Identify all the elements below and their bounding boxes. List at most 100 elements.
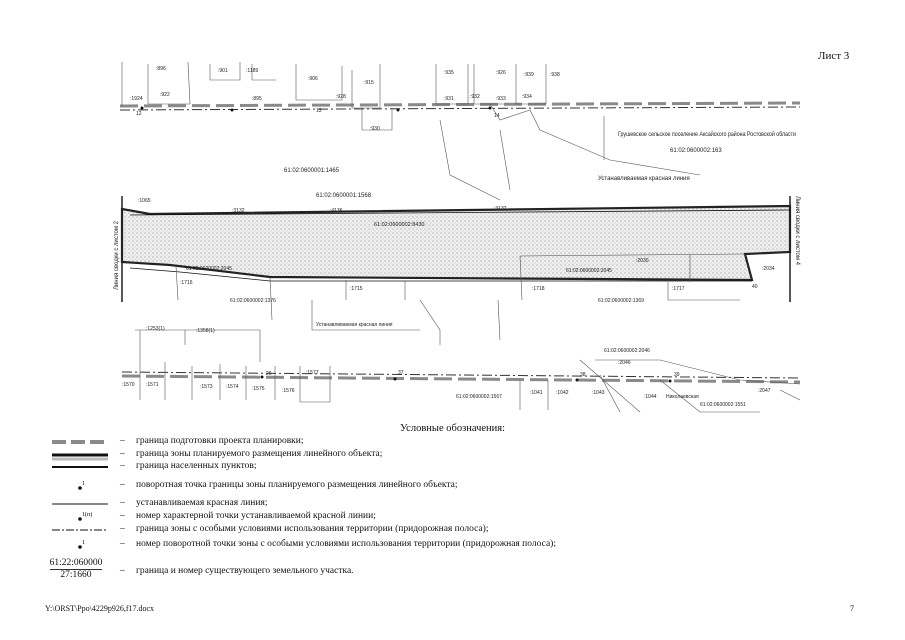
strip-label-1065: :1065: [138, 198, 151, 204]
bottom-parcels: [135, 329, 801, 413]
map-label-896: :896: [156, 66, 166, 72]
legend-dash: –: [120, 480, 125, 490]
parcel-mid-a: 61:02:0600002:2045: [186, 266, 232, 272]
parcel-mid-b: 61:02:0600002:2045: [566, 268, 612, 274]
match-right-label: Линия сводки с листом 4: [794, 196, 800, 266]
legend-point-superscript: 1: [82, 481, 85, 487]
strip-label-4136: :4136: [330, 208, 343, 214]
legend-symbol-zone-boundary: [52, 453, 108, 461]
bottom-label-1571: :1571: [146, 382, 159, 388]
legend-dash: –: [120, 461, 125, 471]
redline-caption-bottom: Устанавливаемая красная линия: [316, 322, 393, 328]
bottom-label-1576: :1576: [282, 388, 295, 394]
point-14: 14: [494, 113, 500, 119]
legend-parcel-top: 61:22:060000: [49, 558, 103, 568]
legend-item-roadside-zone: – граница зоны с особыми условиями испол…: [40, 524, 880, 538]
map-label-928: :928: [336, 94, 346, 100]
legend-text: номер характерной точки устанавливаемой …: [136, 511, 376, 521]
lower-parcels: [175, 253, 746, 345]
bottom-label-1043: :1043: [592, 390, 605, 396]
legend-symbol-roadside-point: 1: [78, 540, 85, 549]
bottom-label-1570: :1570: [122, 382, 135, 388]
planned-zone: [120, 204, 792, 282]
legend-text: граница зоны с особыми условиями использ…: [136, 524, 489, 534]
point-13: 13: [316, 108, 322, 114]
legend-item-settlement-boundary: – граница населенных пунктов;: [40, 461, 880, 475]
lower-label-1715: :1715: [350, 286, 363, 292]
legend-symbol-settlement-boundary: [52, 466, 108, 468]
legend-text: граница населенных пунктов;: [136, 461, 257, 471]
legend-symbol-roadside-zone: [52, 529, 108, 531]
bottom-label-1573: :1573: [200, 384, 213, 390]
legend-item-red-line-point: 1(п) – номер характерной точки устанавли…: [40, 511, 880, 525]
settlement-title: Грушевское сельское поселение Аксайского…: [618, 131, 796, 138]
legend-parcel-bottom: 27:1660: [60, 570, 92, 580]
legend-parcel-symbol: 61:22:060000 27:1660: [40, 557, 112, 581]
legend-item-zone-boundary: – граница зоны планируемого размещения л…: [40, 449, 880, 463]
bottom-label-1358: :1358(1): [196, 328, 215, 334]
legend-item-project-boundary: – граница подготовки проекта планировки;: [40, 436, 880, 450]
bottom-label-1574: :1574: [226, 384, 239, 390]
center-parcel: 61:02:0600002:8430: [374, 222, 424, 228]
match-left-label: Линия сводки с листом 2: [114, 220, 120, 290]
bottom-label-1577: :1577: [306, 370, 319, 376]
legend-dash: –: [120, 436, 125, 446]
map-label-935: :935: [444, 70, 454, 76]
bottom-label-1044: :1044: [644, 394, 657, 400]
roadside-zone-top: [119, 106, 801, 111]
legend-dash: –: [120, 449, 125, 459]
settlement-cad: 61:02:0600002:163: [670, 148, 722, 154]
bottom-label-2046: :2046: [618, 360, 631, 366]
sheet-label: Лист 3: [818, 50, 850, 62]
legend-point-superscript: 1(п): [82, 511, 92, 518]
legend-dash: –: [120, 524, 125, 534]
legend-parcel-divider: [50, 569, 102, 570]
parcel-lower-a: 61:02:0600002:1567: [456, 394, 502, 400]
project-boundary-top: [119, 101, 801, 108]
parcel-top-b: 61:02:0600001:1568: [316, 193, 372, 199]
map-label-922: :922: [160, 92, 170, 98]
map-label-895: :895: [252, 96, 262, 102]
street-label: Николаевская: [666, 394, 699, 400]
legend-dash: –: [120, 566, 125, 576]
strip-label-3132a: :3132: [232, 208, 245, 214]
cadastral-map: :896 :901 :1189 :906 :915 :935 :926 :939…: [114, 61, 801, 413]
map-label-934: :934: [522, 94, 532, 100]
roadside-zone-bottom: [121, 371, 801, 379]
parcel-top-a: 61:02:0600001:1465: [284, 168, 340, 174]
map-label-901: :901: [218, 68, 228, 74]
legend-symbol-project-boundary: [52, 440, 108, 444]
legend-text: граница и номер существующего земельного…: [136, 566, 354, 576]
legend-dash: –: [120, 498, 125, 508]
legend-text: поворотная точка границы зоны планируемо…: [136, 480, 458, 490]
point-26: 26: [266, 371, 272, 377]
legend-item-parcel: – граница и номер существующего земельно…: [40, 566, 880, 580]
map-label-906: :906: [308, 76, 318, 82]
map-label-1924: :1924: [130, 96, 143, 102]
bottom-label-1253: :1253(1): [146, 326, 165, 332]
legend-symbol-red-line: [52, 503, 108, 505]
parcel-bottom-a: 61:02:0600002:1376: [230, 298, 276, 304]
point-37: 37: [398, 370, 404, 376]
map-label-930: :930: [370, 126, 380, 132]
map-label-926: :926: [496, 70, 506, 76]
bottom-label-1575: :1575: [252, 386, 265, 392]
map-label-933: :933: [496, 96, 506, 102]
bottom-label-1042: :1042: [556, 390, 569, 396]
legend-text: устанавливаемая красная линия;: [136, 498, 268, 508]
lower-label-1717: :1717: [672, 286, 685, 292]
legend-item-red-line: – устанавливаемая красная линия;: [40, 498, 880, 512]
top-parcels: [121, 61, 701, 201]
strip-label-3132b: :3132: [494, 206, 507, 212]
parcel-lower-c: 61:02:0600002:1551: [700, 402, 746, 408]
lower-label-1718: :1718: [532, 286, 545, 292]
strip-label-2034: :2034: [762, 266, 775, 272]
parcel-bottom-b: 61:02:0600002:1369: [598, 298, 644, 304]
redline-top: [129, 209, 791, 216]
map-label-932: :932: [470, 94, 480, 100]
project-boundary-bottom: [121, 374, 801, 384]
legend-symbol-red-line-point: 1(п): [78, 511, 92, 521]
point-12: 12: [136, 111, 142, 117]
bottom-label-2047: :2047: [758, 388, 771, 394]
legend-item-roadside-point: 1 – номер поворотной точки зоны с особым…: [40, 539, 880, 553]
